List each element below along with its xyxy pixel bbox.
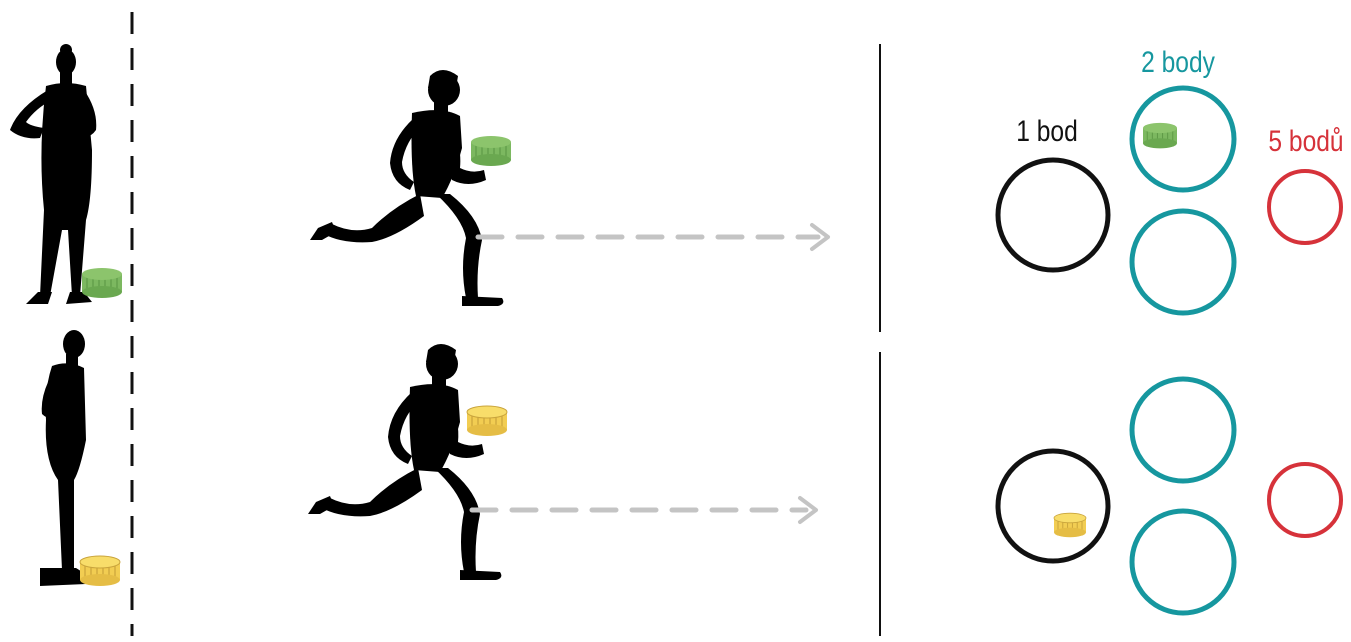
label-1-point: 1 bod <box>1016 114 1078 148</box>
label-2-points: 2 body <box>1141 45 1215 79</box>
puck-in-2-point-target <box>1143 123 1177 148</box>
throw-arrow-bottom <box>472 498 816 522</box>
runner-top <box>310 70 503 306</box>
runner-bottom <box>308 344 501 580</box>
label-5-points: 5 bodů <box>1268 124 1343 158</box>
standing-person-top <box>10 44 96 304</box>
target-1-point-bottom <box>998 451 1108 561</box>
target-5-points-top <box>1269 171 1341 243</box>
puck-top-left <box>82 268 122 298</box>
puck-bottom-left <box>80 556 120 586</box>
target-1-point-top <box>998 160 1108 270</box>
puck-in-1-point-target <box>1054 513 1086 537</box>
target-2-points-top-lower <box>1132 211 1234 313</box>
target-2-points-bottom-lower <box>1132 511 1234 613</box>
runner-top-puck <box>471 136 511 166</box>
runner-bottom-puck <box>467 406 507 436</box>
standing-person-bottom <box>40 330 87 586</box>
target-2-points-bottom-upper <box>1132 379 1234 481</box>
throw-arrow-top <box>478 225 828 249</box>
target-5-points-bottom <box>1269 464 1341 536</box>
